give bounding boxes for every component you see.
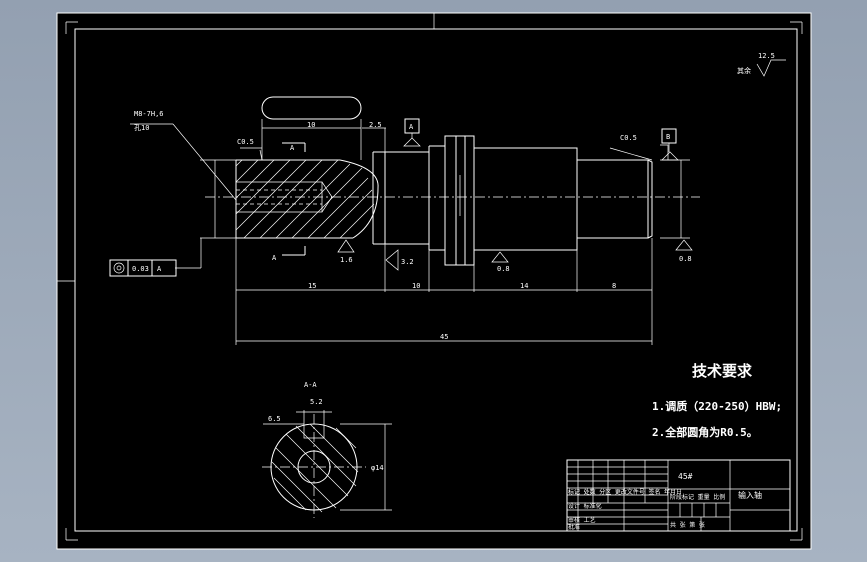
left-section-hatch [235, 159, 375, 239]
dim-total: 45 [440, 333, 448, 341]
tb-row-4: 批准 [568, 523, 580, 531]
rough-08b: 0.8 [679, 255, 692, 263]
tech-line-2: 2.全部圆角为R0.5。 [652, 425, 758, 439]
corner-marks [57, 13, 803, 541]
rough-08a: 0.8 [497, 265, 510, 273]
dim-hole-depth: 孔10 [134, 124, 149, 132]
roughness-marks [337, 137, 693, 271]
sec-mark-bottom: A [272, 254, 277, 262]
tech-title: 技术要求 [692, 362, 753, 380]
dim-key-len: 10 [307, 121, 315, 129]
dim-hole-spec: M8-7H,6 [134, 110, 164, 118]
tb-row-2: 设计 标准化 [568, 502, 602, 510]
general-roughness: 其余 12.5 [737, 52, 786, 77]
tb-scale-hdr: 阶段标记 重量 比例 [670, 493, 725, 501]
drawing-border [74, 28, 798, 532]
rough-32: 3.2 [401, 258, 414, 266]
sec-mark-top: A [290, 144, 295, 152]
section-marks [282, 142, 306, 256]
dim-len-mid: 10 [412, 282, 420, 290]
rough-general-label: 其余 [737, 66, 751, 75]
dim-len-14: 14 [520, 282, 528, 290]
tolerance-frame [109, 259, 177, 277]
sec-dia-dim: φ14 [371, 464, 384, 472]
tb-row-1: 标记 处数 分区 更改文件号 签名 年月日 [568, 488, 682, 496]
datum-b: B [666, 133, 670, 141]
tb-part-name: 输入轴 [738, 490, 762, 500]
tol-value: 0.03 [132, 265, 149, 273]
sec-width-dim: 6.5 [268, 415, 281, 423]
keyway-slot [261, 96, 362, 120]
section-view: A-A 5.2 6.5 φ14 [262, 381, 392, 518]
tb-material: 45# [678, 472, 693, 481]
tol-datum: A [157, 265, 162, 273]
tb-row-3: 审核 工艺 [568, 516, 596, 524]
tech-line-1: 1.调质（220-250）HBW; [652, 399, 782, 413]
section-title: A-A [304, 381, 317, 389]
tb-sheet: 共 张 第 张 [670, 521, 705, 529]
technical-requirements: 技术要求 1.调质（220-250）HBW; 2.全部圆角为R0.5。 [652, 362, 782, 439]
rough-general-value: 12.5 [758, 52, 775, 60]
datum-boxes [404, 118, 677, 152]
datum-a: A [409, 123, 414, 131]
dim-len-15: 15 [308, 282, 316, 290]
dim-key-off: 2.5 [369, 121, 382, 129]
dim-len-8: 8 [612, 282, 616, 290]
dim-chamfer-r: C0.5 [620, 134, 637, 142]
sec-key-dim: 5.2 [310, 398, 323, 406]
title-block: 45# 输入轴 标记 处数 分区 更改文件号 签名 年月日 设计 标准化 审核 … [566, 459, 791, 532]
drawing-sheet [56, 12, 812, 550]
dim-chamfer: C0.5 [237, 138, 254, 146]
rough-16: 1.6 [340, 256, 353, 264]
